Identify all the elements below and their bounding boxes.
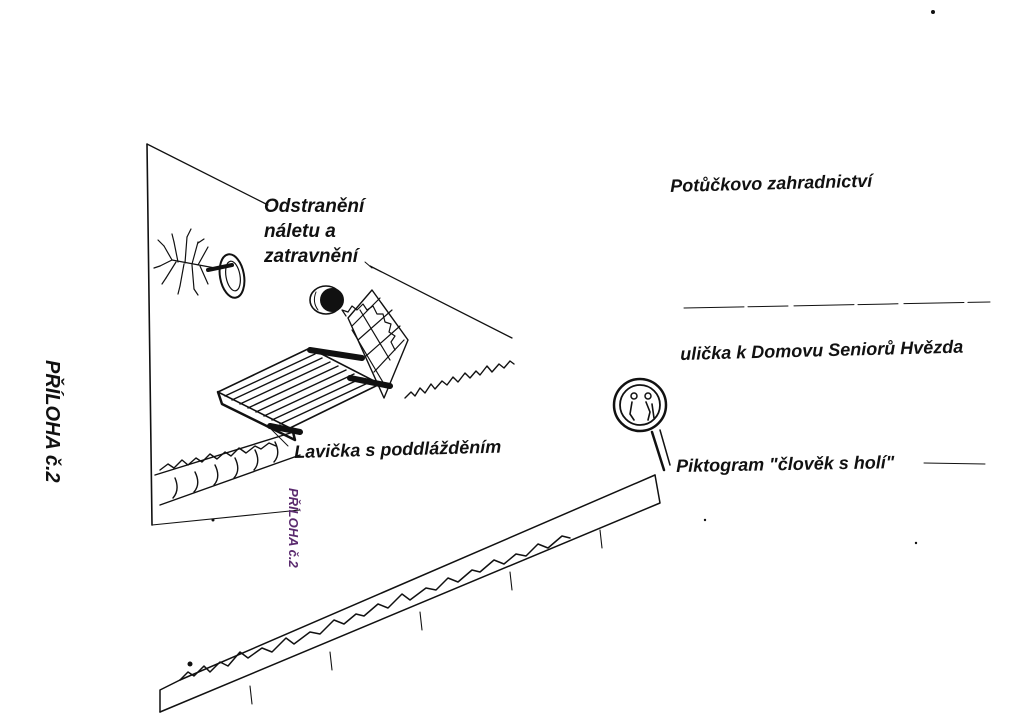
grass-edge bbox=[404, 360, 515, 399]
label-odstraneni-naletu: Odstranění náletu a zatravnění bbox=[264, 194, 384, 269]
tree-icon bbox=[153, 228, 246, 299]
curb-strip bbox=[154, 429, 301, 506]
label-piktogram: Piktogram "člověk s holí" bbox=[676, 452, 895, 476]
pictogram-sign-icon bbox=[612, 377, 671, 472]
leader-lines bbox=[269, 261, 991, 465]
bench-icon bbox=[216, 289, 409, 442]
pavement-strip bbox=[159, 474, 661, 713]
priloha-stamp: PŘÍLOHA č.2 bbox=[286, 488, 301, 568]
label-line-3: zatravnění bbox=[264, 246, 358, 267]
priloha-heading: PŘÍLOHA č.2 bbox=[41, 360, 63, 483]
label-line-2: náletu a bbox=[264, 221, 336, 242]
trash-bin-icon bbox=[309, 285, 344, 315]
label-line-1: Odstranění bbox=[264, 196, 365, 217]
park-area-outline bbox=[146, 143, 513, 526]
